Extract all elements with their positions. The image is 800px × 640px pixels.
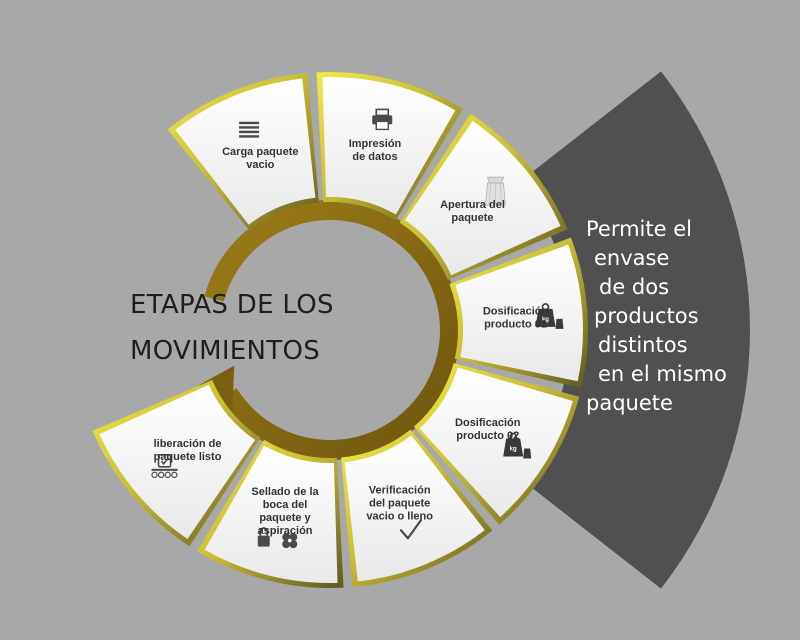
svg-text:kg: kg [510,446,517,452]
note-line-2: envase [594,246,669,270]
note-line-5: distintos [598,333,688,357]
stage-label-line: del paquete [369,497,430,509]
stage-label-line: Carga paquete [222,146,298,158]
stage-label-line: liberación de [154,438,222,450]
stage-label-line: Sellado de la [251,486,319,498]
stage-label-line: Impresión [349,138,402,150]
stage-label-line: Apertura del [440,199,505,211]
stage-label-line: paquete y [259,512,311,524]
note-panel [519,71,750,589]
diagram-title-line-1: ETAPAS DE LOS [130,290,334,320]
stage-label-line: boca del [263,499,308,511]
lock-fan-icon [257,527,298,549]
stack-lines-icon [239,121,260,138]
diagram-title-line-2: MOVIMIENTOS [130,336,320,366]
stage-card [99,384,256,540]
stage-card [404,120,561,276]
stage-label-line: Dosificación [483,306,549,318]
cycle-arrow-arc [204,200,460,460]
stage-card [175,78,316,225]
note-line-7: paquete [586,391,673,415]
note-line-4: productos [594,304,699,328]
weight-icon: kg [535,303,564,329]
stage-label-line: paquete listo [154,451,222,463]
cycle-arrow-head [198,365,235,412]
stage-card [322,77,456,215]
stage-label-line: aspiración [257,525,312,537]
stage-label-line: de datos [352,151,397,163]
note-line-1: Permite el [586,217,692,241]
stage-card [419,367,573,518]
stage-label-line: producto 02 [456,430,519,442]
stage-label-line: Dosificación [455,417,521,429]
stage-label-line: vacio [246,159,274,171]
stage-label-line: paquete [451,212,493,224]
printer-icon [372,108,393,131]
checkmark-icon [399,519,423,540]
stage-label-line: producto 01 [484,319,547,331]
stage-label-line: vacio o lleno [366,510,433,522]
stage-label-line: Verificación [369,484,431,496]
bag-icon [485,176,506,206]
weight-icon: kg [503,432,532,459]
note-line-3: de dos [599,275,669,299]
svg-text:kg: kg [542,317,549,323]
stage-card [204,445,338,584]
stage-card [455,244,583,382]
conveyor-check-icon [151,454,178,479]
note-line-6: en el mismo [598,362,727,386]
stage-card [344,435,485,582]
